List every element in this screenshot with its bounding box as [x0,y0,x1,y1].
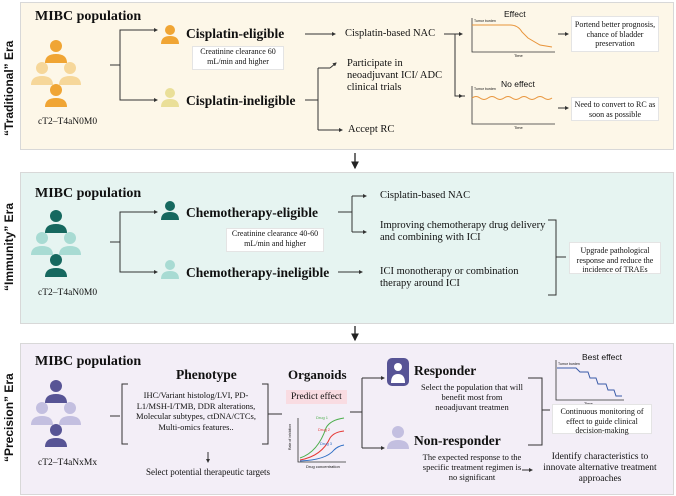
immunity-panel [20,172,674,324]
traditional-population-title: MIBC population [35,9,142,24]
responder-note: Select the population that will benefit … [421,382,523,412]
chemotherapy-ineligible-icon [161,260,179,279]
drug3-label: Drug 3 [320,441,333,446]
cisplatin-eligible-icon [161,25,179,44]
immunity-summary-note: Upgrade pathological response and reduce… [569,242,661,274]
immunity-outcome-ici: ICI monotherapy or combination therapy a… [380,266,519,289]
best-effect-xlabel: Time [584,401,593,406]
immunity-population-icon [31,210,81,277]
phenotype-items: IHC/Variant histolog/LVI, PD-L1/MSH-I/TM… [136,390,256,432]
immunity-creatinine-note: Creatinine clearance 40-60 mL/min and hi… [226,228,324,252]
non-responder-label: Non-responder [414,433,501,448]
traditional-stage: cT2–T4aN0M0 [38,117,98,127]
responder-icon [387,358,409,386]
immunity-stage: cT2–T4aN0M0 [38,288,98,298]
effect-graph-xlabel: Time [514,53,523,58]
traditional-outcome-rc: Accept RC [348,124,395,135]
chemotherapy-ineligible-label: Chemotherapy-ineligible [186,265,330,280]
drug1-label: Drug 1 [316,415,329,420]
no-effect-graph [471,86,555,125]
best-effect-title: Best effect [582,352,623,362]
cisplatin-eligible-label: Cisplatin-eligible [186,26,285,41]
cisplatin-ineligible-label: Cisplatin-ineligible [186,93,296,108]
traditional-panel [20,2,674,150]
immunity-population-title: MIBC population [35,186,142,201]
cisplatin-ineligible-icon [161,88,179,107]
organoids-title: Organoids [288,367,347,382]
non-responder-icon [387,426,409,449]
organoids-dose-response-chart [297,417,346,463]
no-effect-note: Need to convert to RC as soon as possibl… [571,97,659,121]
immunity-outcome-delivery: Improving chemotherapy drug delivery and… [380,220,546,243]
precision-population-title: MIBC population [35,354,142,369]
select-targets-label: Select potential therapeutic targets [146,467,271,477]
responder-label: Responder [414,363,477,378]
organoid-xlabel: Drug concentration [306,464,340,469]
non-responder-note: The expected response to the specific tr… [422,452,522,482]
no-effect-graph-xlabel: Time [514,125,523,130]
monitoring-note: Continuous monitoring of effect to guide… [552,404,652,435]
traditional-outcome-nac: Cisplatin-based NAC [345,28,436,39]
traditional-outcome-trials: Participate in neoadjuvant ICI/ ADC clin… [347,58,443,93]
traditional-population-icon [31,40,81,107]
effect-graph-title: Effect [504,9,526,19]
no-effect-graph-title: No effect [501,79,535,89]
precision-population-icon [31,380,81,447]
no-effect-graph-ylabel: Tumor burden [474,87,496,91]
best-effect-ylabel: Tumor burden [558,362,580,366]
effect-graph [471,18,555,53]
effect-note: Portend better prognosis, chance of blad… [571,16,659,52]
immunity-outcome-nac: Cisplatin-based NAC [380,190,471,201]
chemotherapy-eligible-label: Chemotherapy-eligible [186,205,318,220]
predict-effect-badge: Predict effect [286,390,347,404]
chemotherapy-eligible-icon [161,201,179,220]
best-effect-graph [555,360,624,401]
phenotype-title: Phenotype [176,367,237,382]
traditional-creatinine-note: Creatinine clearance 60 mL/min and highe… [192,46,284,70]
drug2-label: Drug 2 [318,427,331,432]
effect-graph-ylabel: Tumor burden [474,19,496,23]
precision-stage: cT2–T4aNxMx [38,458,98,468]
organoid-ylabel: Rate of inhibition [288,423,292,450]
identify-note: Identify characteristics to innovate alt… [543,452,657,484]
